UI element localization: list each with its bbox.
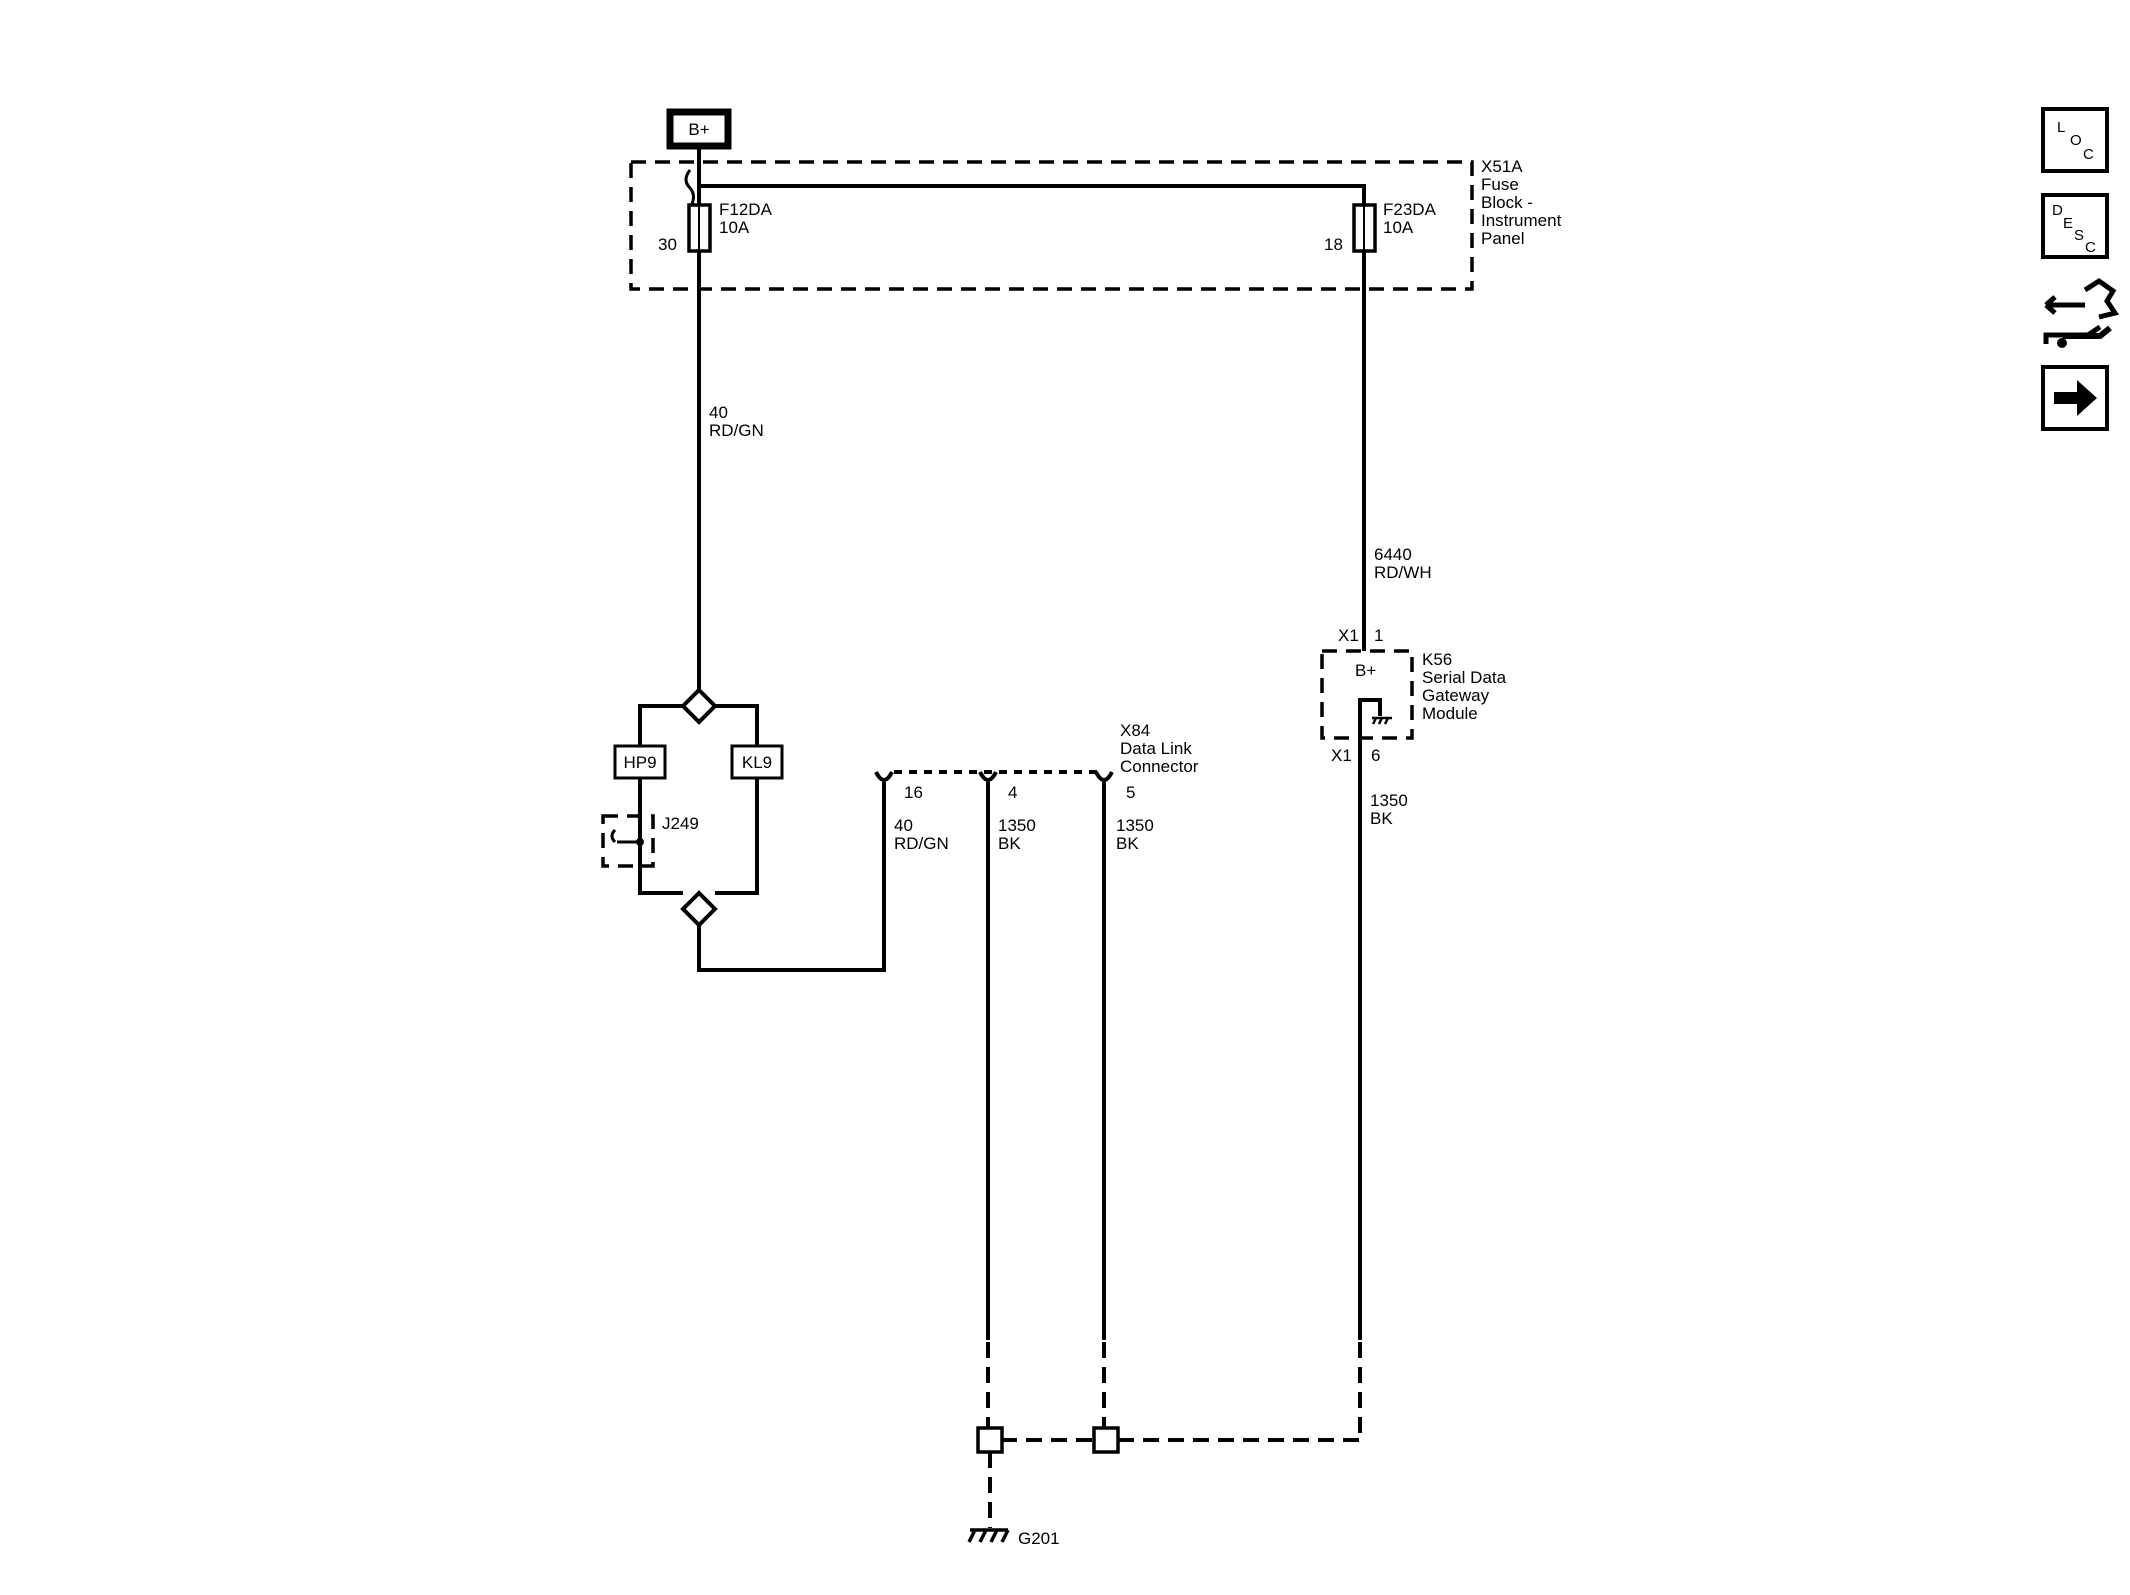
ground-harness: G201: [967, 1342, 1362, 1548]
module-pin-top: 1: [1374, 626, 1383, 645]
module-connector-top: X1: [1338, 626, 1359, 645]
battery-positive-source: B+: [666, 108, 732, 150]
module-name-line-3: Module: [1422, 704, 1478, 723]
fuse-f12da-rating: 10A: [719, 218, 750, 237]
module-name-line-2: Gateway: [1422, 686, 1490, 705]
fuse-block-outline: [629, 160, 1474, 291]
fuse-f12da-id: F12DA: [719, 200, 773, 219]
module-ground-color-label: BK: [1370, 809, 1393, 828]
fuse-f12da-pin: 30: [658, 235, 677, 254]
dlc-pin-4-cavity: [978, 771, 998, 782]
desc-button[interactable]: D E S C: [2041, 193, 2109, 259]
dlc-4-color-label: BK: [998, 834, 1021, 853]
fuse-f12da: F12DA 10A 30: [658, 186, 773, 254]
jumper-j249-label: J249: [662, 814, 699, 833]
power-feed-wire: [697, 146, 1366, 205]
fuse-block-name-line-2: Block -: [1481, 193, 1533, 212]
jumper-j249-box: [601, 814, 655, 868]
module-internal-ground: [1358, 698, 1382, 738]
module-ground-circuit-label: 1350: [1370, 791, 1408, 810]
desc-letter-e: E: [2063, 215, 2073, 232]
fuse-f23da-rating: 10A: [1383, 218, 1414, 237]
wire-6440-color-label: RD/WH: [1374, 563, 1432, 582]
wire-6440-circuit-label: 6440: [1374, 545, 1412, 564]
module-pin-bottom: 6: [1371, 746, 1380, 765]
splice-kl9-box: [730, 744, 784, 780]
desc-letter-d: D: [2052, 202, 2063, 219]
wire-splice-to-dlc-16: [697, 782, 886, 972]
module-connector-bottom: X1: [1331, 746, 1352, 765]
ground-splice-right: [1092, 1426, 1120, 1454]
desc-letter-s: S: [2074, 227, 2084, 244]
ground-splice-left: [976, 1426, 1004, 1454]
fuse-block-id: X51A: [1481, 157, 1523, 176]
fuse-block-name-line-4: Panel: [1481, 229, 1524, 248]
dlc-16-color-label: RD/GN: [894, 834, 949, 853]
dlc-pin-5-cavity: [1094, 771, 1114, 782]
loc-letter-l: L: [2057, 119, 2065, 136]
module-id: K56: [1422, 650, 1452, 669]
splice-hp9-label: HP9: [623, 753, 656, 772]
fuse-block-name-line-3: Instrument: [1481, 211, 1562, 230]
ground-g201-symbol: [967, 1528, 1010, 1543]
splice-kl9-label: KL9: [742, 753, 772, 772]
fuse-f23da: F23DA 10A 18: [1324, 200, 1437, 254]
dlc-4-circuit-label: 1350: [998, 816, 1036, 835]
data-link-connector-x84: X84 Data Link Connector 16 4 5: [874, 721, 1199, 802]
dlc-5-circuit-label: 1350: [1116, 816, 1154, 835]
dlc-id: X84: [1120, 721, 1150, 740]
dlc-pin-16-label: 16: [904, 783, 923, 802]
dlc-pin-4-label: 4: [1008, 783, 1017, 802]
ground-g201-label: G201: [1018, 1529, 1060, 1548]
module-k56: X1 1 B+ X1 6 K56 Serial Data Gateway Mod…: [1320, 626, 1507, 765]
wire-40-color-label: RD/GN: [709, 421, 764, 440]
loc-letter-c: C: [2083, 146, 2094, 163]
fuse-block-x51a: X51A Fuse Block - Instrument Panel: [629, 157, 1562, 291]
splice-pack: HP9 KL9 J249: [601, 687, 784, 928]
dlc-pin-5-label: 5: [1126, 783, 1135, 802]
module-name-line-1: Serial Data: [1422, 668, 1507, 687]
battery-positive-label: B+: [688, 120, 709, 139]
right-arrow-icon: [2054, 380, 2097, 416]
splice-hp9-box: [613, 744, 667, 780]
dlc-5-color-label: BK: [1116, 834, 1139, 853]
dlc-name-line-2: Connector: [1120, 757, 1199, 776]
module-ground-symbol: [1371, 716, 1392, 725]
dlc-pin-16-cavity: [874, 771, 894, 782]
bus-break-symbol: [684, 169, 695, 209]
fuse-f23da-id: F23DA: [1383, 200, 1437, 219]
fuse-f23da-pin: 18: [1324, 235, 1343, 254]
loc-button[interactable]: L O C: [2041, 107, 2109, 173]
wire-40-circuit-label: 40: [709, 403, 728, 422]
fuse-block-name-line-1: Fuse: [1481, 175, 1519, 194]
module-k56-outline: [1320, 649, 1414, 740]
module-b-plus-label: B+: [1355, 661, 1376, 680]
loc-letter-o: O: [2070, 132, 2082, 149]
dlc-name-line-1: Data Link: [1120, 739, 1192, 758]
dlc-16-circuit-label: 40: [894, 816, 913, 835]
connector-end-view-icon[interactable]: [2043, 277, 2120, 348]
desc-letter-c: C: [2085, 239, 2096, 256]
next-page-button[interactable]: [2041, 365, 2109, 431]
